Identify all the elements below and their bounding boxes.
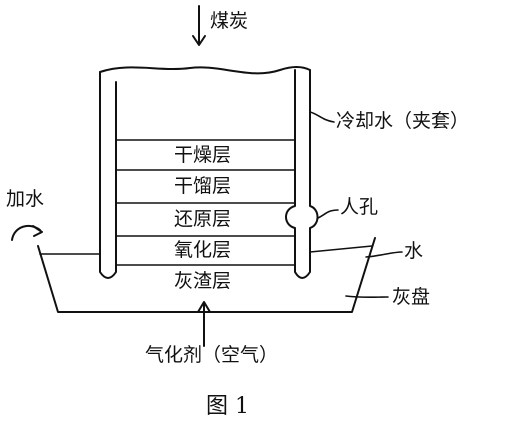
water-level-line-right [309,245,373,253]
coal-feed-arrow [192,5,206,46]
manhole-label: 人孔 [340,196,379,218]
manhole-leader-line [317,209,339,219]
cooling-jacket-label: 冷却水（夹套） [336,110,470,132]
layer-ash: 灰渣层 [174,270,232,292]
right-jacket-wall [285,69,319,279]
ash-pan-leader-line [345,295,389,299]
gasifying-agent-label: 气化剂（空气） [145,344,279,366]
layer-drying: 干燥层 [174,144,232,166]
coal-label: 煤炭 [210,10,249,32]
layer-pyrolysis: 干馏层 [174,175,232,197]
layer-divider-lines [115,139,296,266]
add-water-label: 加水 [6,188,45,210]
jacket-leader-line [309,111,335,123]
add-water-arrow [11,224,43,241]
left-jacket-wall [99,71,117,279]
ash-pan-label: 灰盘 [392,286,431,308]
water-label: 水 [404,240,424,262]
gasifier-top-wave [99,66,311,75]
layer-reduction: 还原层 [174,208,232,230]
figure-caption: 图 1 [206,394,249,419]
water-leader-line [365,251,403,258]
layer-oxidation: 氧化层 [174,239,232,261]
gasifying-agent-arrow [197,301,211,347]
